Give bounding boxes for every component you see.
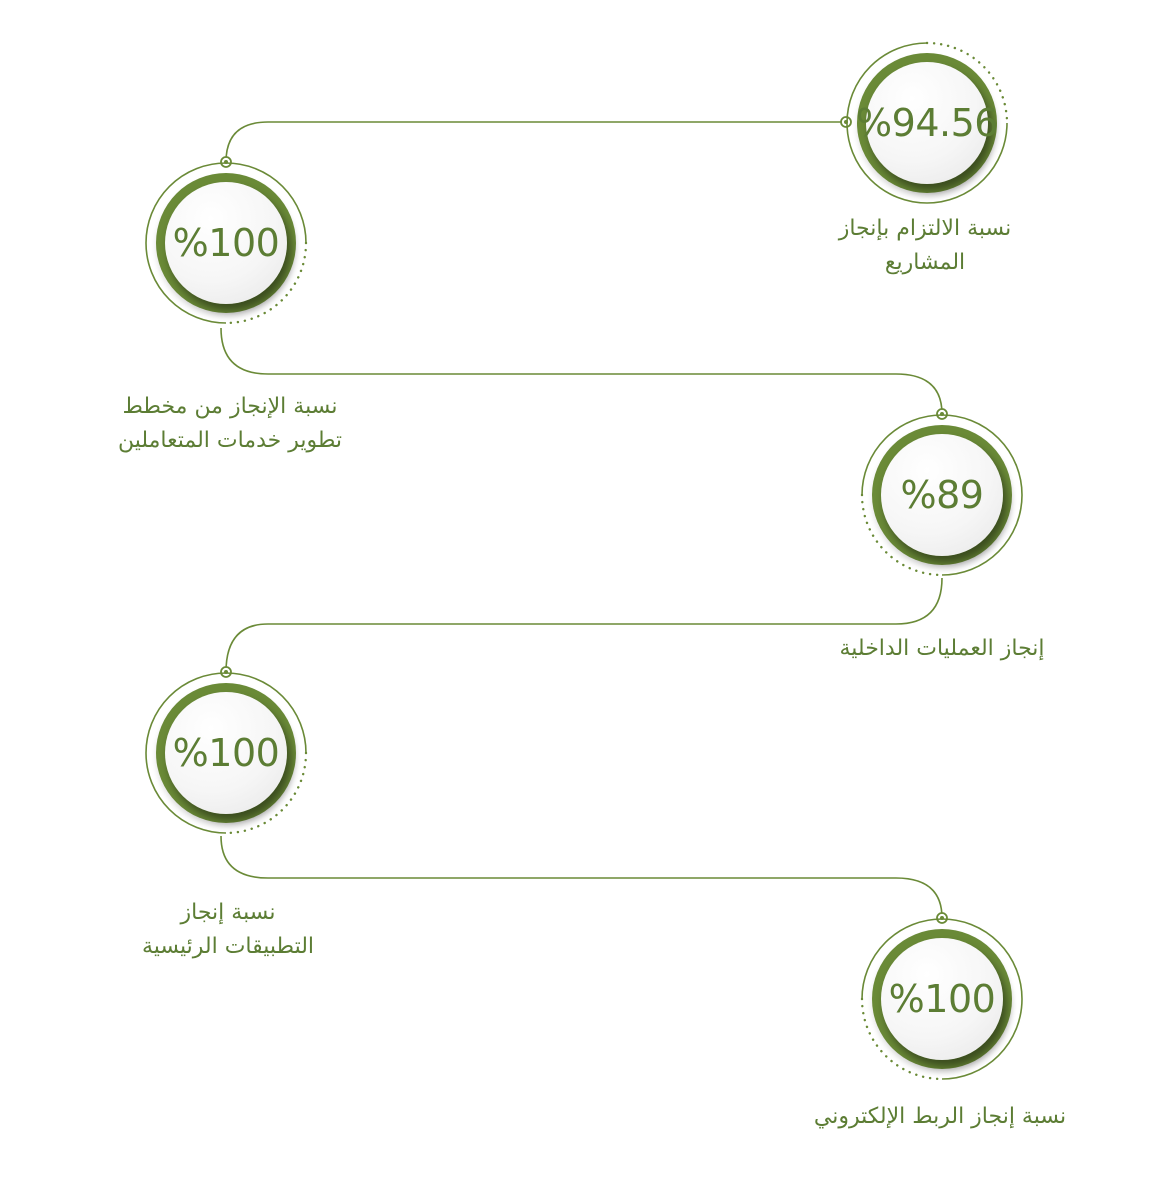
kpi-inner-circle — [165, 182, 287, 304]
kpi-inner-circle — [165, 692, 287, 814]
connector-line-3-4 — [225, 577, 943, 673]
kpi-label-line: نسبة الالتزام بإنجاز — [838, 216, 1012, 241]
kpi-label-line: المشاريع — [884, 250, 966, 275]
kpi-label: إنجاز العمليات الداخلية — [812, 632, 1072, 666]
connector-line-2-3 — [220, 327, 943, 415]
kpi-inner-circle — [866, 62, 988, 184]
kpi-value: %94.56 — [856, 101, 998, 145]
kpi-ring-outline — [846, 41, 1009, 204]
kpi-value: %89 — [900, 473, 984, 517]
kpi-label: نسبة إنجاز التطبيقات الرئيسية — [98, 896, 358, 964]
kpi-ring-outline — [145, 672, 308, 835]
kpi-circle-customer-services-plan: %100 — [141, 158, 311, 328]
kpi-value: %100 — [172, 221, 280, 265]
kpi-circle-electronic-linking: %100 — [857, 914, 1027, 1084]
kpi-label-line: إنجاز العمليات الداخلية — [839, 636, 1045, 661]
kpi-value: %100 — [888, 977, 996, 1021]
kpi-label: نسبة الإنجاز من مخطط تطوير خدمات المتعام… — [100, 390, 360, 458]
kpi-ring-outline — [860, 414, 1023, 577]
kpi-label-line: نسبة الإنجاز من مخطط — [122, 394, 338, 419]
kpi-label-line: نسبة إنجاز الربط الإلكتروني — [813, 1104, 1067, 1129]
kpi-label-line: نسبة إنجاز — [180, 900, 276, 925]
kpi-circle-projects-commitment: %94.56 — [842, 38, 1012, 208]
kpi-inner-circle — [881, 938, 1003, 1060]
kpi-value: %100 — [172, 731, 280, 775]
kpi-label-line: التطبيقات الرئيسية — [141, 934, 315, 959]
kpi-circle-main-applications: %100 — [141, 668, 311, 838]
kpi-label: نسبة إنجاز الربط الإلكتروني — [795, 1100, 1085, 1134]
kpi-label: نسبة الالتزام بإنجاز المشاريع — [795, 212, 1055, 280]
kpi-ring-outline — [860, 918, 1023, 1081]
connector-line-4-5 — [220, 835, 943, 919]
kpi-inner-circle — [881, 434, 1003, 556]
connector-line-1-2 — [225, 121, 846, 163]
kpi-circle-internal-operations: %89 — [857, 410, 1027, 580]
kpi-ring-outline — [145, 162, 308, 325]
kpi-label-line: تطوير خدمات المتعاملين — [117, 428, 343, 453]
